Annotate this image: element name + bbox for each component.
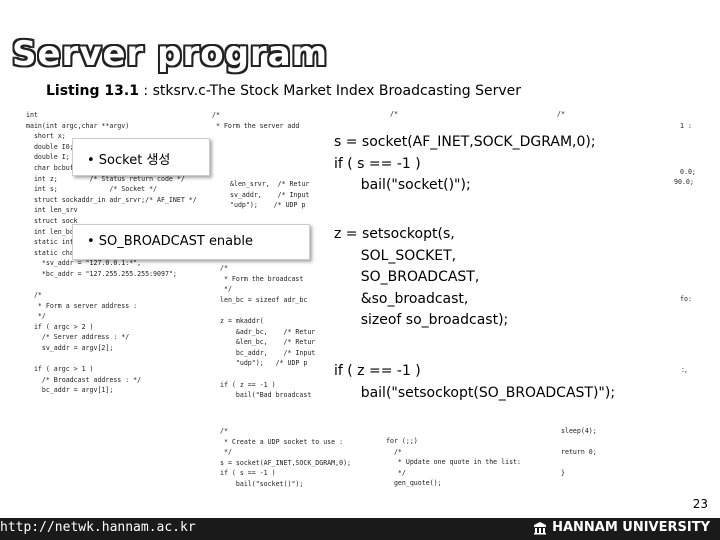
code-fragment: 90.0; xyxy=(674,178,694,186)
callout-socket-code: s = socket(AF_INET,SOCK_DGRAM,0); if ( s… xyxy=(326,126,662,208)
listing-caption: Listing 13.1 : stksrv.c-The Stock Market… xyxy=(46,83,521,99)
code-column-2-top: /* * Form the server add xyxy=(212,111,300,130)
callout-setsockopt-code: z = setsockopt(s, SOL_SOCKET, SO_BROADCA… xyxy=(326,218,642,348)
university-name: HANNAM UNIVERSITY xyxy=(552,520,710,535)
code-fragment: 1 : xyxy=(680,122,692,130)
slide-title: Server program xyxy=(12,34,329,74)
code-column-2-low: /* * Form the broadcast */ len_bc = size… xyxy=(220,264,316,400)
code-fragment: /* xyxy=(557,110,565,118)
code-fragment: /* xyxy=(390,110,398,118)
university-logo-icon xyxy=(534,521,547,534)
code-fragment: c, xyxy=(680,366,688,374)
bullet-box-socket: • Socket 생성 xyxy=(72,138,210,176)
code-column-2-bottom: /* * Create a UDP socket to use : */ s =… xyxy=(220,427,352,488)
university-brand: HANNAM UNIVERSITY xyxy=(533,520,710,535)
footer-bar: http://netwk.hannam.ac.kr HANNAM UNIVERS… xyxy=(0,518,720,540)
footer-url[interactable]: http://netwk.hannam.ac.kr xyxy=(0,520,196,535)
code-column-3-bottom: for (;;) /* * Update one quote in the li… xyxy=(386,437,521,488)
page-number: 23 xyxy=(692,497,708,511)
listing-text: : stksrv.c-The Stock Market Index Broadc… xyxy=(138,83,522,99)
listing-label: Listing 13.1 xyxy=(46,83,139,99)
bullet-box-broadcast: • SO_BROADCAST enable xyxy=(72,224,310,260)
code-fragment: fo: xyxy=(680,295,692,303)
bullet-broadcast: • SO_BROADCAST enable xyxy=(87,234,254,249)
callout-check-code: if ( z == -1 ) bail("setsockopt(SO_BROAD… xyxy=(326,355,682,417)
code-fragment: 0.0; xyxy=(680,168,696,176)
code-column-4-bottom: sleep(4); return 0; } xyxy=(561,427,597,478)
bullet-socket: • Socket 생성 xyxy=(87,153,171,168)
code-column-2-mid: &len_srvr, /* Retur sv_addr, /* Input "u… xyxy=(230,180,310,210)
